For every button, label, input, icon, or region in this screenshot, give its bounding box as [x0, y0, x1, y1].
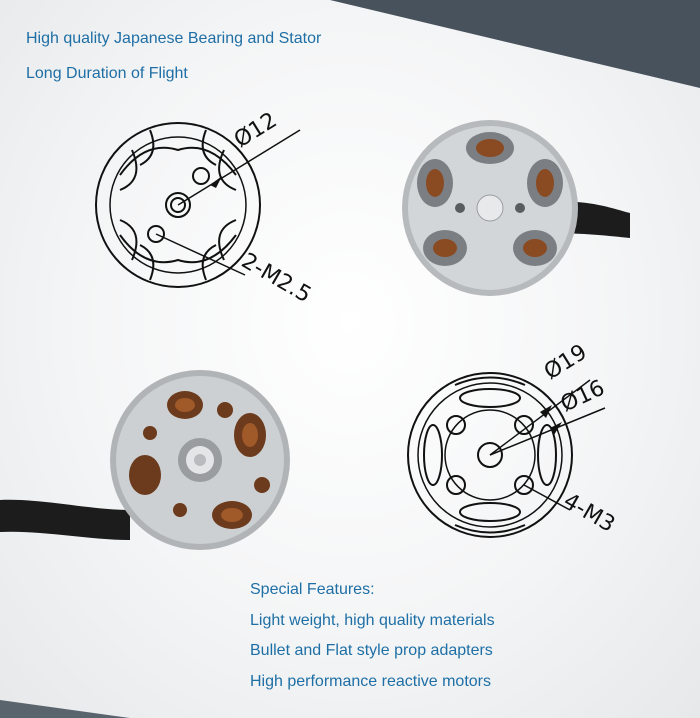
motor-top-view-photo	[402, 120, 630, 296]
hole-label-m3: 4-M3	[559, 489, 619, 538]
headline-bearing: High quality Japanese Bearing and Stator	[26, 30, 322, 47]
diameter-label-16: Ø16	[557, 376, 609, 418]
top-technical-drawing: Ø12 2-M2.5	[95, 108, 315, 309]
features-title: Special Features:	[250, 581, 375, 598]
feature-item: Bullet and Flat style prop adapters	[250, 642, 493, 659]
hole-label-m25: 2-M2.5	[237, 249, 315, 309]
special-features-list: Special Features: Light weight, high qua…	[250, 580, 495, 702]
feature-item: Light weight, high quality materials	[250, 611, 495, 629]
motor-bottom-view-photo	[0, 370, 290, 550]
feature-item: High performance reactive motors	[250, 672, 491, 690]
headline-flight: Long Duration of Flight	[26, 65, 188, 82]
diameter-label-19: Ø19	[540, 340, 592, 385]
bottom-technical-drawing: Ø19 Ø16 4-M3	[407, 340, 619, 538]
